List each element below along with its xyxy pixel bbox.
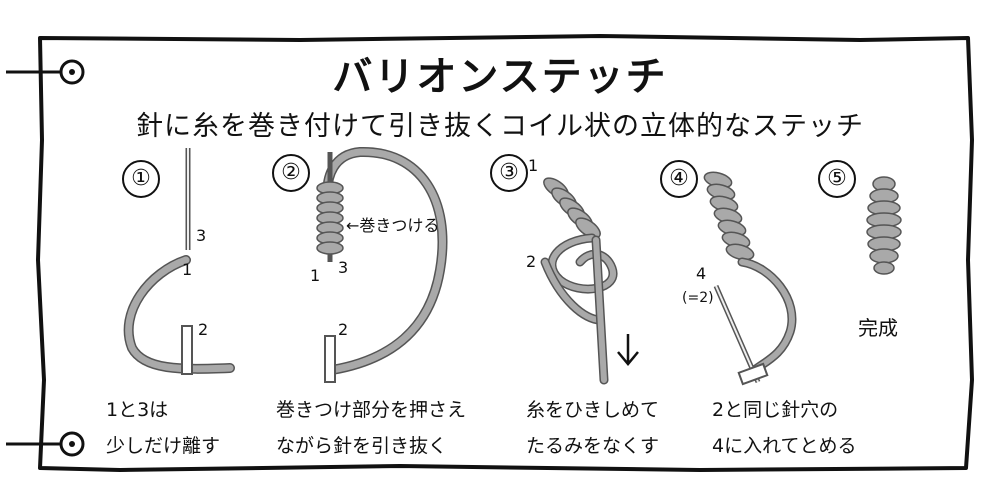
step-3-caption-line-2: たるみをなくす: [526, 435, 660, 457]
step-1-caption-line-2: 少しだけ離す: [106, 435, 221, 457]
step-4-label-equals-2: (=2): [682, 290, 714, 306]
step-3-illustration: [540, 177, 639, 385]
step-4-caption-line-1: 2と同じ針穴の: [712, 399, 839, 421]
page-subtitle: 針に糸を巻き付けて引き抜くコイル状の立体的なステッチ: [136, 111, 864, 142]
ring-hole-top-icon: [6, 59, 85, 85]
step-1-caption-line-1: 1と3は: [106, 399, 169, 421]
step-1-label-2: 2: [198, 320, 209, 339]
step-5-illustration: [866, 176, 902, 275]
step-2-wrap-note: ←巻きつける: [346, 216, 440, 235]
step-1-label-3: 3: [196, 226, 207, 245]
step-2-caption-line-2: ながら針を引き抜く: [276, 435, 448, 457]
step-2-number: ②: [272, 154, 310, 192]
step-3-number: ③: [490, 154, 528, 192]
ring-hole-bottom-icon: [6, 431, 85, 457]
step-1-illustration: [123, 148, 235, 375]
step-1-label-1: 1: [182, 260, 193, 279]
step-3-label-2: 2: [526, 252, 537, 271]
step-2-label-2: 2: [338, 320, 349, 339]
step-1-number: ①: [122, 160, 160, 198]
page-title: バリオンステッチ: [332, 54, 668, 100]
step-4-caption-line-2: 4に入れてとめる: [712, 435, 857, 457]
step-4-illustration: [703, 171, 797, 386]
step-3-label-1: 1: [528, 156, 539, 175]
pull-arrow-icon: [617, 334, 639, 366]
step-4-label-4: 4: [696, 264, 707, 283]
step-5-complete-label: 完成: [858, 316, 898, 340]
step-2-label-3: 3: [338, 258, 349, 277]
step-2-caption-line-1: 巻きつけ部分を押さえ: [276, 399, 467, 421]
step-2-label-1: 1: [310, 266, 321, 285]
step-4-number: ④: [660, 160, 698, 198]
step-3-caption-line-1: 糸をひきしめて: [526, 399, 660, 421]
step-5-number: ⑤: [818, 160, 856, 198]
step-2-illustration: [316, 146, 448, 383]
